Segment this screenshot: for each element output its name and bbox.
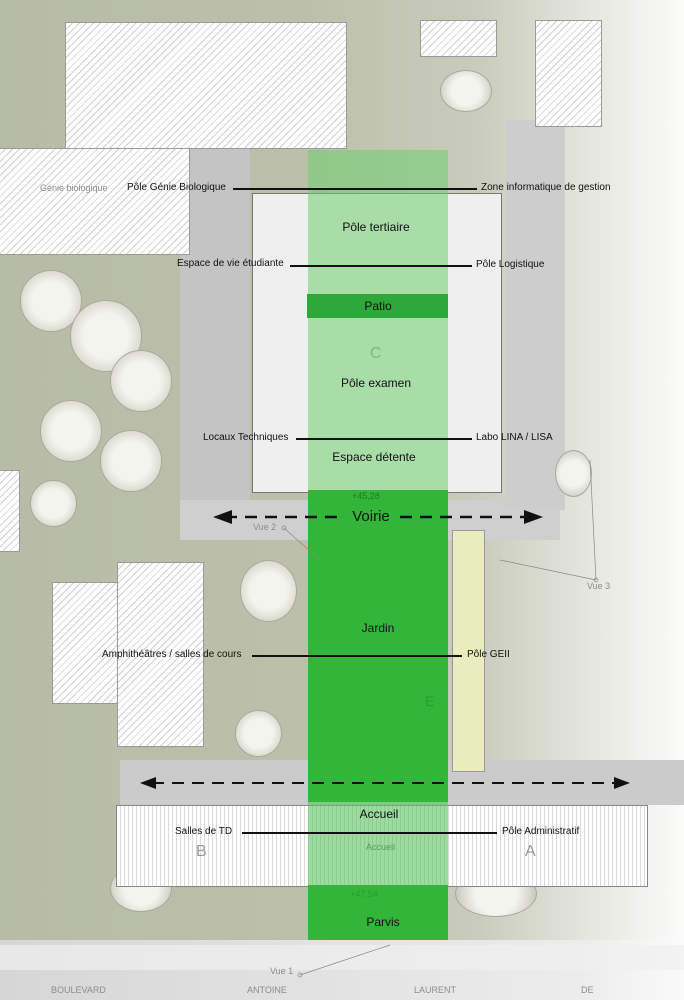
level-lower: +47,54 xyxy=(350,889,378,899)
existing-building-genie-bio xyxy=(0,148,190,255)
existing-building-top-small xyxy=(420,20,497,57)
zone-parvis: Parvis xyxy=(366,915,400,929)
green-band-parvis xyxy=(308,885,448,940)
level-upper: +45,28 xyxy=(352,491,380,501)
tree xyxy=(30,480,77,527)
tree xyxy=(555,450,592,497)
callout-left-vie-etudiante: Espace de vie étudiante xyxy=(177,258,284,269)
view-3-label: Vue 3 xyxy=(587,581,611,591)
building-geii xyxy=(452,530,485,772)
street-name: LAURENT xyxy=(414,985,457,995)
voirie-arrow xyxy=(213,510,543,524)
callout-right-labo: Labo LINA / LISA xyxy=(476,432,553,443)
callout-line xyxy=(296,438,472,440)
callout-right-zone-informatique: Zone informatique de gestion xyxy=(481,182,611,193)
lower-circulation-arrow xyxy=(140,777,630,789)
sidewalk xyxy=(0,945,684,970)
callout-line xyxy=(252,655,462,657)
zone-espace-detente: Espace détente xyxy=(332,450,416,464)
parking-left xyxy=(180,120,250,500)
callout-right-geii: Pôle GEII xyxy=(467,649,510,660)
callout-right-logistique: Pôle Logistique xyxy=(476,259,545,270)
callout-right-administratif: Pôle Administratif xyxy=(502,826,580,837)
green-band-accueil xyxy=(308,802,448,885)
callout-left-amphitheatres: Amphithéâtres / salles de cours xyxy=(102,649,242,660)
callout-line xyxy=(233,188,477,190)
view-2-label: Vue 2 xyxy=(253,522,277,532)
building-a-letter: A xyxy=(525,843,536,860)
callout-line xyxy=(242,832,497,834)
tree xyxy=(440,70,492,112)
existing-building-genie-bio-label: Génie biologique xyxy=(40,183,108,193)
building-e-letter: E xyxy=(425,693,435,709)
tree xyxy=(110,350,172,412)
zone-pole-examen: Pôle examen xyxy=(340,376,412,390)
existing-building-right xyxy=(535,20,602,127)
amphitheatre-building-main xyxy=(117,562,204,747)
callout-left-locaux-techniques: Locaux Techniques xyxy=(203,432,289,443)
street-name: ANTOINE xyxy=(247,985,287,995)
callout-left-genie-biologique: Pôle Génie Biologique xyxy=(127,182,226,193)
tree xyxy=(240,560,297,622)
tree xyxy=(100,430,162,492)
tree xyxy=(40,400,102,462)
tree xyxy=(235,710,282,757)
parking-right xyxy=(505,120,565,510)
zone-accueil: Accueil xyxy=(359,807,399,821)
existing-building-left-edge xyxy=(0,470,20,552)
green-band-light xyxy=(308,150,448,490)
street-name: DE xyxy=(581,985,594,995)
view-markers xyxy=(281,459,599,978)
callout-left-salles-td: Salles de TD xyxy=(175,826,233,837)
street-name: BOULEVARD xyxy=(51,985,106,995)
zone-pole-tertiaire: Pôle tertiaire xyxy=(342,220,410,234)
zone-voirie: Voirie xyxy=(352,508,390,525)
zone-jardin: Jardin xyxy=(361,621,395,635)
patio-zone xyxy=(307,294,448,318)
zone-accueil-plan-label: Accueil xyxy=(366,842,396,852)
zone-patio: Patio xyxy=(364,299,392,313)
green-band-strong xyxy=(308,490,448,802)
building-b-letter: B xyxy=(196,843,207,860)
view-1-label: Vue 1 xyxy=(270,966,294,976)
existing-building-top xyxy=(65,22,347,149)
callout-line xyxy=(290,265,472,267)
